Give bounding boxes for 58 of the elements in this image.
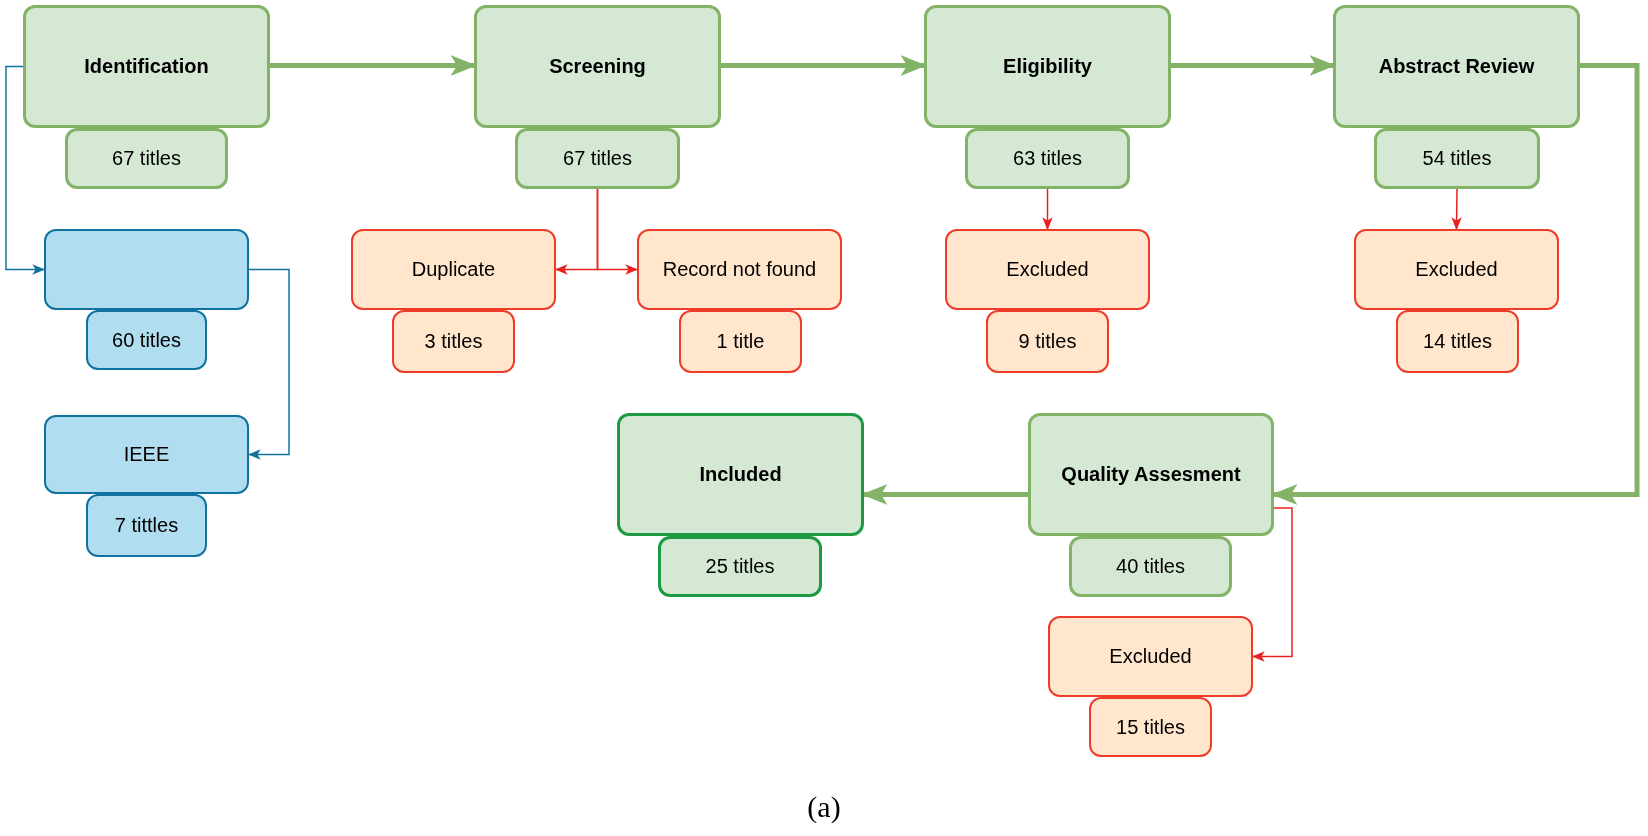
count-label: 40 titles — [1115, 555, 1186, 578]
exclusion-box — [351, 229, 556, 310]
count-label: 9 titles — [1017, 330, 1078, 353]
exclusion-box — [945, 229, 1150, 310]
exclusion-label: Record not found — [661, 258, 818, 281]
count-label: 14 titles — [1422, 330, 1493, 353]
count-label: 54 titles — [1421, 147, 1493, 170]
stage-box — [474, 5, 721, 128]
count-label: 60 titles — [111, 328, 182, 352]
count-label: 67 titles — [562, 147, 633, 170]
caption: (a) — [807, 790, 841, 824]
count-box — [86, 494, 207, 557]
stage-label: Abstract Review — [1377, 55, 1536, 78]
count-label: 1 title — [715, 330, 766, 353]
arrow — [1451, 188, 1462, 231]
count-label: 3 titles — [423, 330, 484, 353]
stage-box — [924, 5, 1171, 128]
stage-box — [1028, 413, 1274, 536]
stage-box — [617, 413, 864, 536]
count-box — [1069, 536, 1232, 597]
empty-box — [44, 229, 249, 310]
arrow — [247, 268, 290, 460]
count-box — [65, 128, 228, 189]
exclusion-label: Excluded — [1414, 258, 1499, 281]
count-box — [392, 310, 515, 373]
source-label: IEEE — [122, 443, 171, 466]
count-label: 7 tittles — [113, 514, 180, 537]
exclusion-label: Duplicate — [410, 258, 497, 281]
count-box — [986, 310, 1109, 373]
stage-box — [23, 5, 270, 128]
arrow — [1042, 188, 1053, 231]
exclusion-box — [1354, 229, 1559, 310]
stage-label: Identification — [83, 55, 210, 78]
exclusion-box — [637, 229, 842, 310]
exclusion-label: Excluded — [1108, 645, 1193, 668]
count-box — [515, 128, 680, 189]
count-label: 67 titles — [111, 147, 182, 170]
stage-label: Quality Assesment — [1060, 463, 1242, 486]
stage-label: Eligibility — [1002, 55, 1093, 78]
count-label: 63 titles — [1012, 147, 1083, 170]
count-box — [679, 310, 802, 373]
exclusion-box — [1048, 616, 1253, 697]
count-box — [1374, 128, 1540, 189]
stage-label: Included — [698, 463, 783, 486]
stage-box — [1333, 5, 1580, 128]
count-box — [1089, 697, 1212, 757]
count-box — [86, 310, 207, 370]
exclusion-label: Excluded — [1005, 258, 1090, 281]
count-label: 15 titles — [1115, 715, 1186, 739]
arrow — [1251, 507, 1293, 662]
arrow — [5, 65, 46, 275]
count-box — [658, 536, 822, 597]
source-box — [44, 415, 249, 494]
arrow — [596, 188, 639, 275]
count-label: 25 titles — [704, 555, 776, 578]
stage-label: Screening — [548, 55, 647, 78]
count-box — [965, 128, 1130, 189]
count-box — [1396, 310, 1519, 373]
